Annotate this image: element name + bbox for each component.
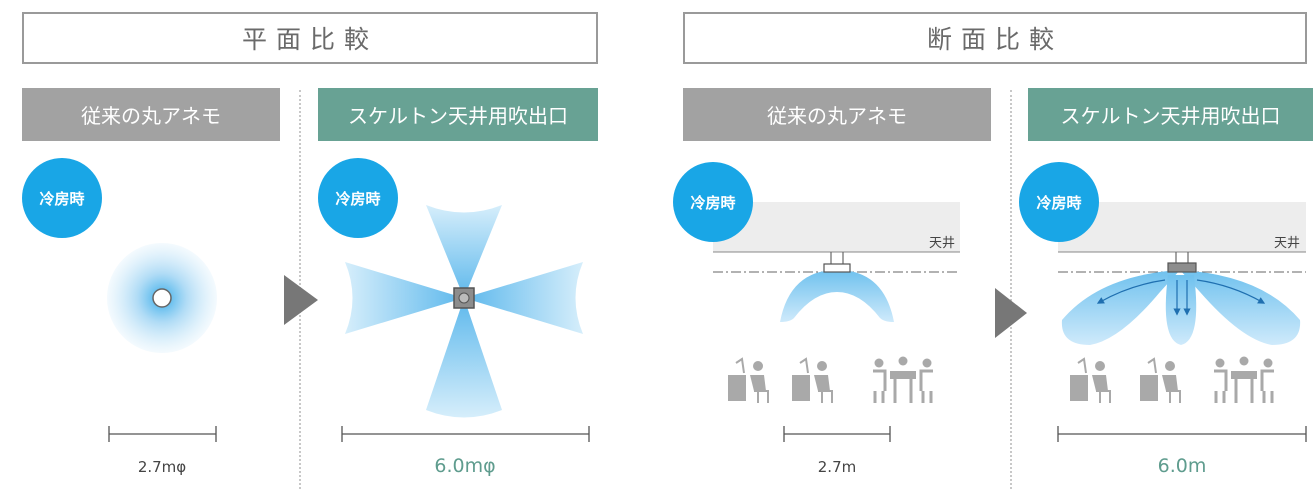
plan-comparison-title-text: 平面比較 <box>241 25 378 54</box>
section-skeleton-scene <box>1058 202 1306 405</box>
section-conventional-scene <box>713 202 960 405</box>
person-at-desk-icon <box>727 358 769 404</box>
plan-conventional-cooling-badge: 冷房時 <box>22 158 102 238</box>
plan-comparison-title: 平面比較 <box>22 12 598 64</box>
section-arrow-icon <box>995 288 1027 338</box>
section-skeleton-ceiling-label: 天井 <box>1274 236 1300 251</box>
cooling-badge-text: 冷房時 <box>690 193 736 212</box>
plan-conventional-airflow <box>107 243 217 353</box>
person-at-desk-icon <box>1139 358 1181 404</box>
person-at-desk-icon <box>1069 358 1111 404</box>
plan-skeleton-header: スケルトン天井用吹出口 <box>318 88 598 141</box>
plan-conventional-dimension-label: 2.7mφ <box>137 458 187 476</box>
section-divider <box>1010 90 1012 489</box>
section-conventional-dimension-label: 2.7m <box>817 458 857 476</box>
cooling-badge-text: 冷房時 <box>335 189 381 208</box>
round-anemostat-icon <box>152 288 172 308</box>
section-comparison-title: 断面比較 <box>683 12 1307 64</box>
skeleton-outlet-section-icon <box>1167 262 1197 273</box>
cooling-badge-text: 冷房時 <box>1036 193 1082 212</box>
plan-conventional-header-text: 従来の丸アネモ <box>81 104 221 128</box>
section-conventional-header: 従来の丸アネモ <box>683 88 991 141</box>
plan-skeleton-dimension-line <box>341 426 590 442</box>
plan-skeleton-cooling-badge: 冷房時 <box>318 158 398 238</box>
section-skeleton-dimension-label: 6.0m <box>1157 455 1207 477</box>
plan-skeleton-dimension-label: 6.0mφ <box>434 455 496 477</box>
section-comparison-title-text: 断面比較 <box>926 25 1063 54</box>
section-skeleton-header: スケルトン天井用吹出口 <box>1028 88 1313 141</box>
section-skeleton-dimension-line <box>1057 426 1307 442</box>
section-skeleton-header-text: スケルトン天井用吹出口 <box>1060 104 1281 128</box>
meeting-group-icon <box>871 355 935 405</box>
section-conventional-cooling-badge: 冷房時 <box>673 162 753 242</box>
plan-skeleton-airflow <box>345 205 583 418</box>
section-conventional-dimension-line <box>783 426 891 442</box>
section-conventional-header-text: 従来の丸アネモ <box>767 104 907 128</box>
cooling-badge-text: 冷房時 <box>39 189 85 208</box>
plan-conventional-header: 従来の丸アネモ <box>22 88 280 141</box>
person-at-desk-icon <box>791 358 833 404</box>
section-skeleton-cooling-badge: 冷房時 <box>1019 162 1099 242</box>
section-conventional-ceiling-label: 天井 <box>929 236 955 251</box>
plan-arrow-icon <box>284 275 318 325</box>
round-anemostat-section-icon <box>823 263 851 273</box>
meeting-group-icon <box>1212 355 1276 405</box>
plan-conventional-dimension-line <box>108 426 217 442</box>
plan-skeleton-header-text: スケルトン天井用吹出口 <box>348 104 568 128</box>
